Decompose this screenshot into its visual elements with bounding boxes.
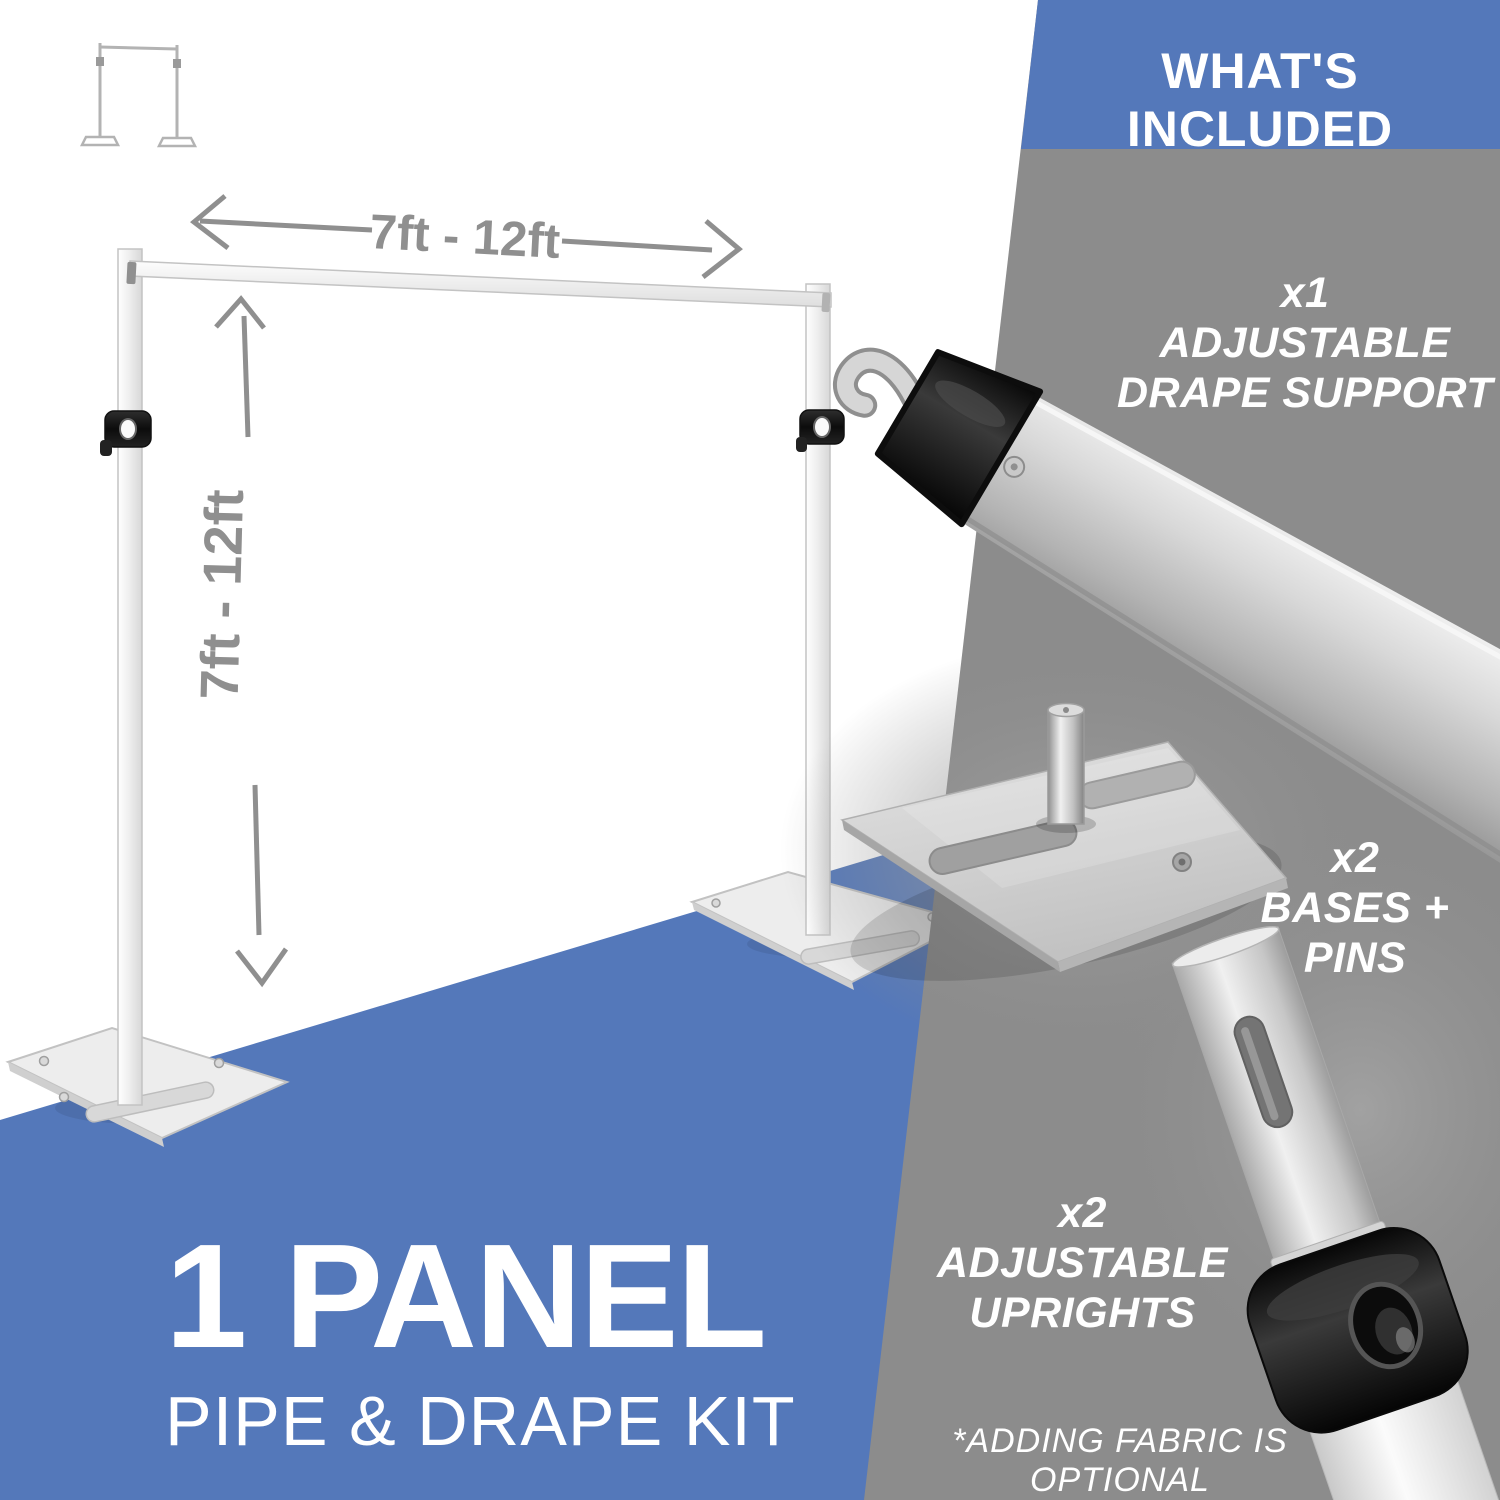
upright-photo <box>1171 926 1500 1500</box>
item-uprights-qty: x2 <box>1058 1189 1107 1237</box>
fabric-footnote: *ADDING FABRIC IS OPTIONAL <box>952 1422 1288 1499</box>
item-bases-pins-line1: BASES + PINS <box>1260 884 1450 982</box>
width-dimension-arrow <box>190 194 743 279</box>
product-title-line1: 1 PANEL <box>165 1214 767 1379</box>
left-upright-pole <box>117 248 143 1106</box>
item-uprights: x2 ADJUSTABLE UPRIGHTS <box>930 1188 1235 1338</box>
product-title: 1 PANEL PIPE & DRAPE KIT <box>165 1214 865 1460</box>
item-uprights-line2: UPRIGHTS <box>969 1289 1196 1337</box>
item-drape-support: x1 ADJUSTABLE DRAPE SUPPORT <box>1115 268 1495 418</box>
item-drape-support-line1: ADJUSTABLE <box>1159 319 1451 367</box>
item-bases-pins-qty: x2 <box>1330 834 1380 882</box>
item-drape-support-qty: x1 <box>1280 269 1330 317</box>
drape-support-photo <box>833 347 1500 907</box>
base-pin-photo <box>840 702 1288 981</box>
blue-floor-wedge <box>0 832 960 1500</box>
header-band <box>1021 0 1500 149</box>
item-uprights-line1: ADJUSTABLE <box>937 1239 1228 1287</box>
whats-included-title: WHAT'S INCLUDED <box>1126 43 1394 157</box>
height-dimension-arrow <box>214 295 289 988</box>
height-dimension-label: 7ft - 12ft <box>190 489 255 701</box>
pipe-and-drape-stand-icon <box>79 43 198 148</box>
item-bases-pins: x2 BASES + PINS <box>1205 833 1500 983</box>
base-pin <box>1047 709 1085 825</box>
product-title-line2: PIPE & DRAPE KIT <box>165 1382 796 1460</box>
item-drape-support-line2: DRAPE SUPPORT <box>1116 369 1494 417</box>
width-dimension-label: 7ft - 12ft <box>368 205 561 269</box>
crossbar <box>129 260 832 308</box>
